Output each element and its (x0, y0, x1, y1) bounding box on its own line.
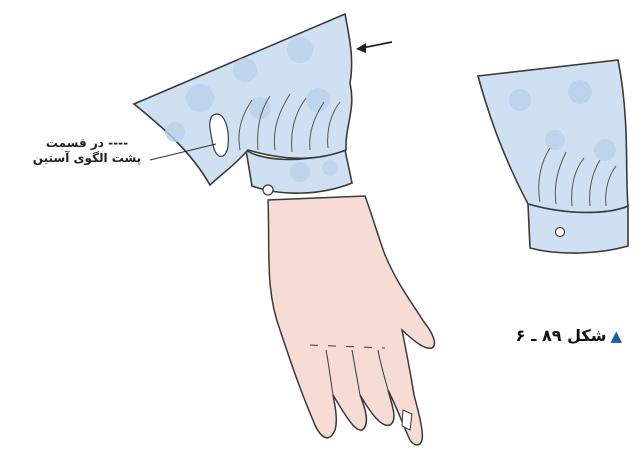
sleeve-annotation: ---- در قسمت پشت الگوی آستین (2, 136, 172, 166)
hand-illustration (268, 196, 434, 445)
annotation-line-2: پشت الگوی آستین (2, 151, 172, 166)
triangle-icon: ▲ (610, 327, 622, 345)
cuff-button-right (556, 228, 565, 237)
caption-text: شکل ۸۹ ـ ۶ (516, 326, 607, 345)
annotation-line-1: ---- در قسمت (2, 136, 172, 151)
right-sleeve (478, 60, 628, 213)
cuff-button-left (263, 185, 273, 195)
figure-caption: ▲شکل ۸۹ ـ ۶ (462, 326, 622, 345)
pointer-arrow (356, 42, 392, 53)
